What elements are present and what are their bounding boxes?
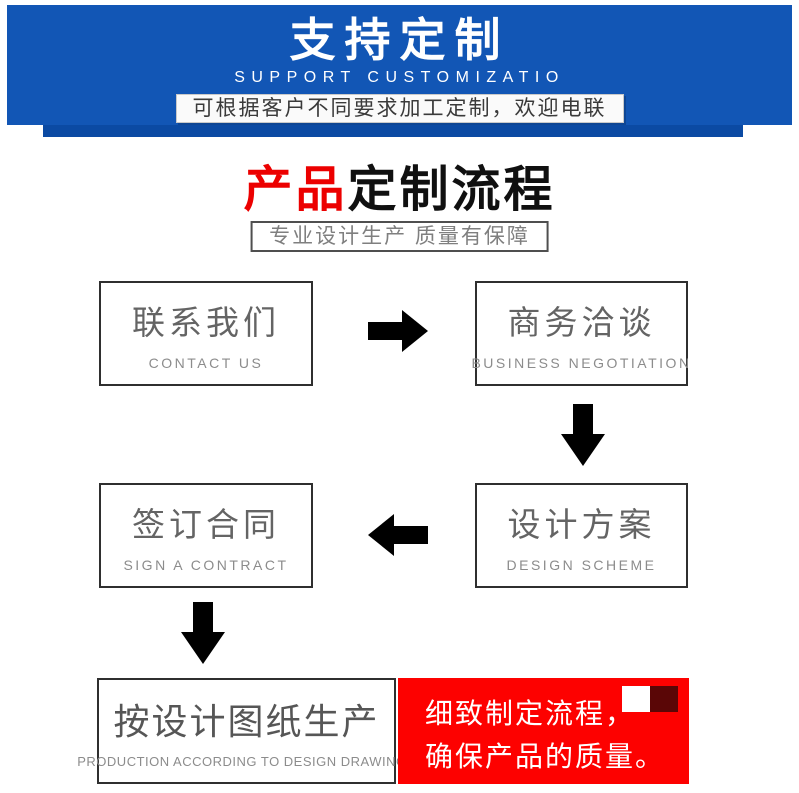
flow-step-label-zh: 按设计图纸生产	[113, 701, 380, 742]
flow-step-label-zh: 商务洽谈	[507, 304, 656, 341]
arrow-down-icon	[181, 602, 225, 664]
banner-title: 支持定制	[289, 14, 510, 66]
banner-note-box: 可根据客户不同要求加工定制，欢迎电联	[175, 94, 624, 124]
section-title-rest: 定制流程	[347, 163, 556, 217]
flow-step-contact-us: 联系我们 CONTACT US	[99, 281, 313, 386]
flow-step-label-zh: 设计方案	[507, 506, 656, 543]
quality-highlight-text: 细致制定流程， 确保产品的质量。	[425, 692, 665, 778]
flow-step-label-en: CONTACT US	[148, 355, 264, 371]
banner-subtitle: SUPPORT CUSTOMIZATIO	[234, 69, 565, 87]
decor-square-white	[622, 686, 650, 712]
flow-step-label-zh: 联系我们	[132, 304, 280, 341]
flow-step-label-en: PRODUCTION ACCORDING TO DESIGN DRAWINGS	[77, 754, 416, 769]
quality-highlight-line1: 细致制定流程，	[425, 698, 636, 729]
quality-highlight-line2: 确保产品的质量。	[425, 741, 666, 772]
tagline-box: 专业设计生产 质量有保障	[250, 221, 549, 252]
flow-step-sign-contract: 签订合同 SIGN A CONTRACT	[99, 483, 313, 588]
flow-step-production: 按设计图纸生产 PRODUCTION ACCORDING TO DESIGN D…	[77, 678, 415, 784]
flow-step-label-en: BUSINESS NEGOTIATION	[471, 355, 692, 371]
banner-bottom-strip	[43, 125, 743, 137]
section-title: 产品定制流程	[0, 150, 799, 221]
quality-highlight-box: 细致制定流程， 确保产品的质量。	[398, 678, 689, 784]
section-title-accent: 产品	[243, 163, 348, 217]
arrow-down-icon	[561, 404, 605, 466]
flow-step-design-scheme: 设计方案 DESIGN SCHEME	[475, 483, 688, 588]
arrow-right-icon	[368, 310, 428, 352]
decor-square-dark	[650, 686, 678, 712]
flow-step-label-en: DESIGN SCHEME	[506, 557, 657, 573]
arrow-left-icon	[368, 514, 428, 556]
flow-step-label-zh: 签订合同	[132, 506, 280, 543]
flow-step-label-en: SIGN A CONTRACT	[123, 557, 289, 573]
support-banner: 支持定制 SUPPORT CUSTOMIZATIO 可根据客户不同要求加工定制，…	[7, 5, 792, 125]
flow-step-business-negotiation: 商务洽谈 BUSINESS NEGOTIATION	[471, 281, 689, 386]
